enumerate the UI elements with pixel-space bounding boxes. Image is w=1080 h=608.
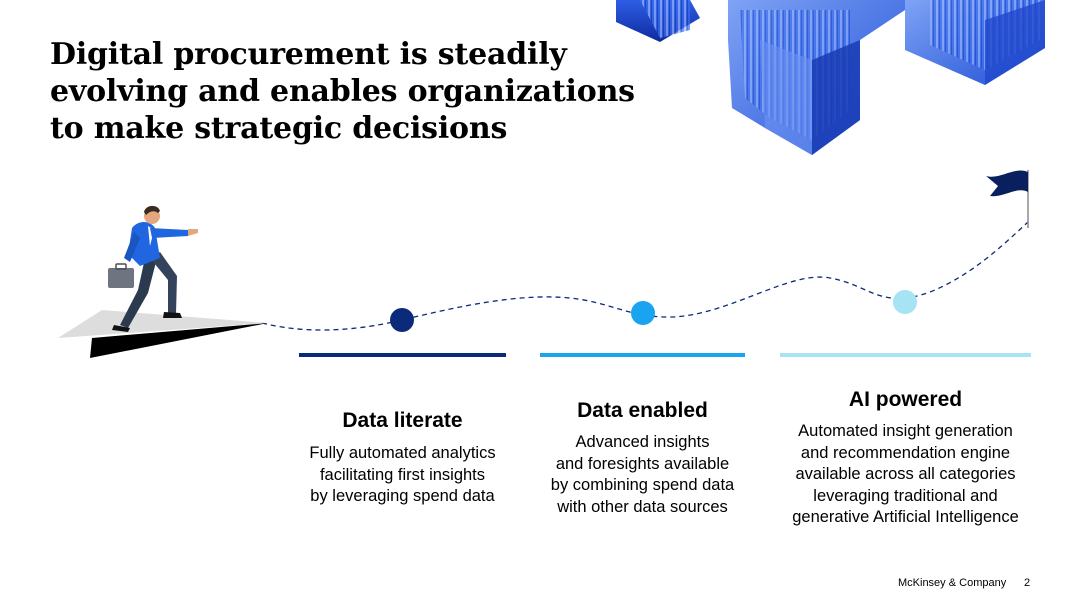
title-line-2: evolving and enables organizations xyxy=(50,74,635,109)
stage-title-data-literate: Data literate xyxy=(342,409,463,432)
page-title: Digital procurement is steadily evolving… xyxy=(50,36,650,147)
stage-description-data-literate: Fully automated analytics facilitating f… xyxy=(309,444,496,505)
stage-title-ai-powered: AI powered xyxy=(848,388,963,411)
stage-bar-data-enabled xyxy=(540,353,745,357)
milestone-dot-data-literate xyxy=(390,308,414,332)
businessman-figure-icon xyxy=(108,205,198,332)
stage-description-data-enabled: Advanced insights and foresights availab… xyxy=(550,433,735,516)
stage-bar-ai-powered xyxy=(780,353,1031,357)
paper-plane-icon xyxy=(58,310,268,358)
milestone-dot-data-enabled xyxy=(631,301,655,325)
goal-flag-icon xyxy=(986,170,1029,228)
page-number: 2 xyxy=(1024,577,1031,589)
milestone-dot-ai-powered xyxy=(893,290,917,314)
stage-title-data-enabled: Data enabled xyxy=(577,399,708,422)
title-line-1: Digital procurement is steadily xyxy=(50,37,567,72)
decorative-cubes xyxy=(616,0,1045,155)
footer-brand: McKinsey & Company xyxy=(898,577,1007,589)
stage-description-ai-powered: Automated insight generation and recomme… xyxy=(792,422,1019,526)
journey-path xyxy=(261,221,1029,331)
stage-bar-data-literate xyxy=(299,353,506,357)
title-line-3: to make strategic decisions xyxy=(50,111,508,146)
